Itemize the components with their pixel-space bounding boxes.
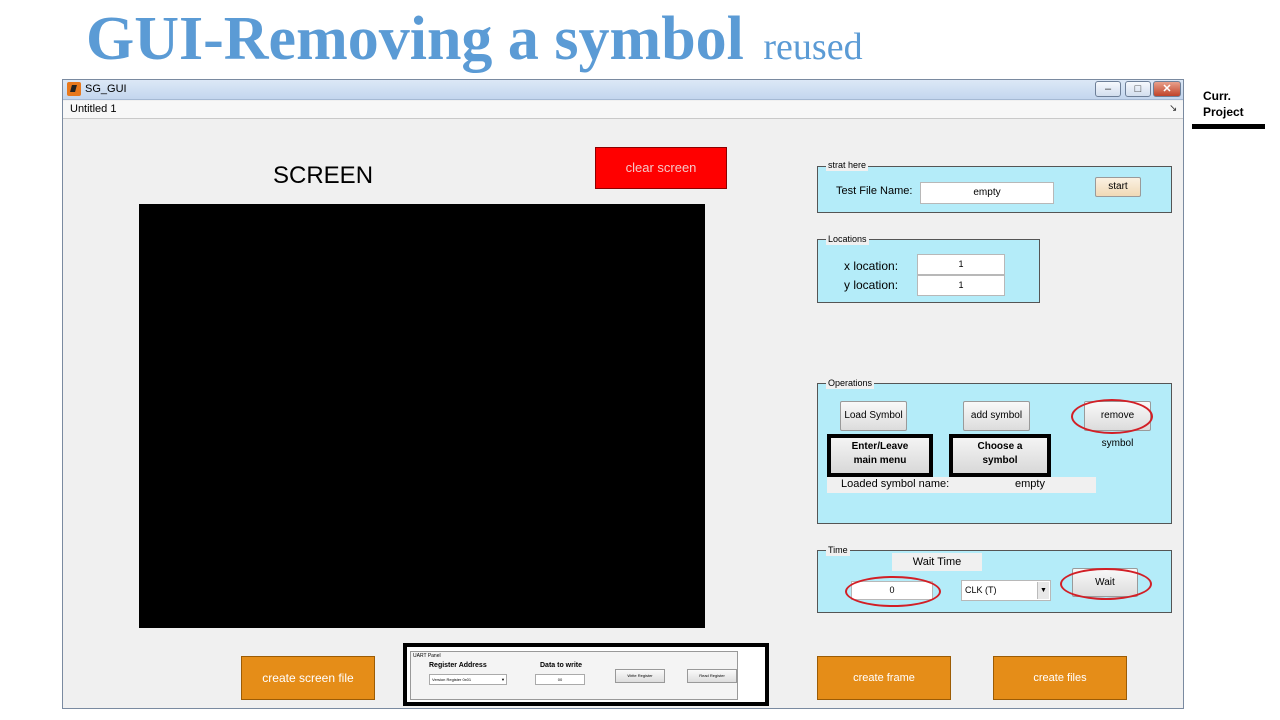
create-screen-file-button[interactable]: create screen file <box>241 656 375 700</box>
start-panel: strat here Test File Name: empty start <box>817 160 1172 213</box>
side-note-line2: Project <box>1203 105 1244 119</box>
x-location-input[interactable]: 1 <box>917 254 1005 275</box>
close-button[interactable]: ✕ <box>1153 81 1181 97</box>
maximize-button[interactable]: □ <box>1125 81 1151 97</box>
wait-time-label: Wait Time <box>892 553 982 571</box>
chevron-down-icon[interactable]: ▼ <box>1037 582 1049 599</box>
register-address-value: Version Register 0x01 <box>432 677 472 682</box>
side-note-line1: Curr. <box>1203 89 1232 103</box>
create-files-button[interactable]: create files <box>993 656 1127 700</box>
choose-symbol-line1: Choose a <box>977 441 1023 452</box>
register-chevron-icon[interactable]: ▼ <box>501 677 505 682</box>
data-to-write-input[interactable]: 00 <box>535 674 585 685</box>
document-name[interactable]: Untitled 1 <box>70 103 117 115</box>
y-location-label: y location: <box>844 278 899 292</box>
choose-symbol-button[interactable]: Choose a symbol <box>949 434 1051 477</box>
screen-canvas[interactable] <box>139 204 705 628</box>
locations-panel-title: Locations <box>826 234 869 245</box>
locations-panel: Locations x location: 1 y location: 1 <box>817 234 1040 303</box>
write-register-button[interactable]: Write Register <box>615 669 665 683</box>
side-note-underline <box>1192 124 1265 129</box>
wait-value-highlight <box>845 576 941 607</box>
enter-leave-main-menu-button[interactable]: Enter/Leave main menu <box>827 434 933 477</box>
app-window: SG_GUI – □ ✕ Untitled 1 ↘ SCREEN clear s… <box>62 79 1184 709</box>
load-symbol-button[interactable]: Load Symbol <box>840 401 907 431</box>
slide-subtitle: reused <box>763 26 863 68</box>
choose-symbol-line2: symbol <box>982 455 1018 466</box>
enter-leave-line2: main menu <box>853 455 907 466</box>
window-titlebar: SG_GUI – □ ✕ <box>63 80 1183 100</box>
slide-title-text: GUI-Removing a symbol <box>86 5 744 73</box>
side-note: Curr. Project <box>1203 88 1244 120</box>
add-symbol-button[interactable]: add symbol <box>963 401 1030 431</box>
register-address-label: Register Address <box>429 662 487 669</box>
enter-leave-line1: Enter/Leave <box>851 441 909 452</box>
time-panel: Time Wait Time 0 CLK (T) ▼ Wait <box>817 545 1172 613</box>
x-location-label: x location: <box>844 259 899 273</box>
operations-panel: Operations Load Symbol add symbol remove… <box>817 378 1172 524</box>
operations-panel-title: Operations <box>826 378 875 389</box>
test-file-input[interactable]: empty <box>920 182 1054 204</box>
minimize-button[interactable]: – <box>1095 81 1121 97</box>
y-location-input[interactable]: 1 <box>917 275 1005 296</box>
clock-select-value: CLK (T) <box>965 585 997 595</box>
create-frame-button[interactable]: create frame <box>817 656 951 700</box>
loaded-symbol-bar: Loaded symbol name: empty <box>827 477 1096 493</box>
window-title: SG_GUI <box>85 83 127 95</box>
loaded-symbol-value: empty <box>1015 478 1045 490</box>
read-register-button[interactable]: Read Register <box>687 669 737 683</box>
wait-button-highlight <box>1060 568 1152 600</box>
screen-label: SCREEN <box>273 162 374 189</box>
slide-title: GUI-Removing a symbol reused <box>86 8 863 70</box>
remove-symbol-highlight <box>1071 399 1153 434</box>
clear-screen-button[interactable]: clear screen <box>595 147 727 189</box>
uart-panel: UART Panel Register Address Data to writ… <box>403 643 769 706</box>
start-button[interactable]: start <box>1095 177 1141 197</box>
matlab-icon <box>67 82 81 96</box>
register-address-select[interactable]: Version Register 0x01 ▼ <box>429 674 507 685</box>
clock-select[interactable]: CLK (T) ▼ <box>961 580 1051 601</box>
time-panel-title: Time <box>826 545 850 556</box>
dock-arrow-icon[interactable]: ↘ <box>1169 103 1178 114</box>
loaded-symbol-label: Loaded symbol name: <box>841 478 950 490</box>
window-menubar: Untitled 1 ↘ <box>63 101 1183 119</box>
start-panel-title: strat here <box>826 160 869 171</box>
uart-panel-title: UART Panel <box>413 653 441 659</box>
test-file-label: Test File Name: <box>836 185 913 197</box>
data-to-write-label: Data to write <box>540 662 583 669</box>
uart-panel-frame: UART Panel Register Address Data to writ… <box>410 651 738 700</box>
